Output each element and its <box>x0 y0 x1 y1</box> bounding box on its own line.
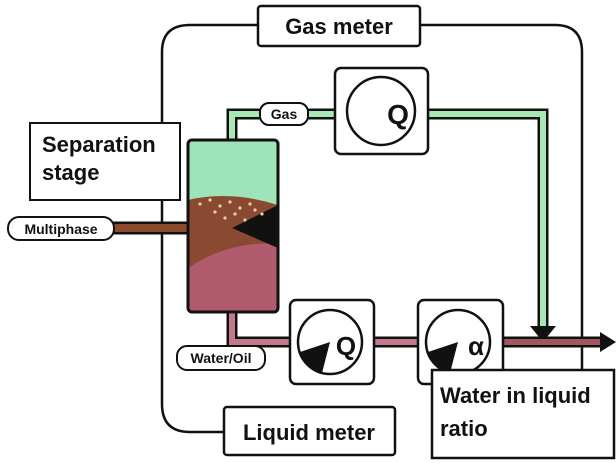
water-ratio-line2: ratio <box>440 416 488 441</box>
water-oil-label: Water/Oil <box>176 345 266 371</box>
gas-text: Gas <box>271 106 298 122</box>
ratio-alpha-symbol: α <box>468 331 484 361</box>
liquid-meter-label: Liquid meter <box>222 405 397 457</box>
liquid-flow-meter: Q <box>288 298 376 386</box>
liquid-pipe <box>226 310 616 352</box>
separation-stage-line2: stage <box>42 160 99 185</box>
gas-meter-q-symbol: Q <box>387 99 409 130</box>
gas-label: Gas <box>259 102 309 126</box>
water-oil-text: Water/Oil <box>191 350 252 366</box>
inlet-diverter <box>232 205 278 248</box>
gas-flow-meter: Q <box>333 66 430 156</box>
water-ratio-label: Water in liquid ratio <box>430 368 616 460</box>
liquid-meter-q-symbol: Q <box>336 331 356 361</box>
gas-merge-arrow-icon <box>530 326 556 342</box>
gas-meter-text: Gas meter <box>285 14 393 39</box>
enclosure-outline <box>160 23 584 434</box>
separation-stage-line1: Separation <box>42 132 156 157</box>
liquid-meter-text: Liquid meter <box>243 420 375 445</box>
gas-pipe <box>226 108 556 342</box>
gas-meter-label: Gas meter <box>256 4 422 48</box>
separation-stage-label: Separation stage <box>29 122 181 201</box>
multiphase-text: Multiphase <box>24 221 97 237</box>
gauge-icon <box>345 75 417 147</box>
output-arrow-icon <box>600 332 616 352</box>
multiphase-label: Multiphase <box>7 216 115 241</box>
separator-vessel <box>186 138 280 314</box>
water-ratio-line1: Water in liquid <box>440 383 591 408</box>
